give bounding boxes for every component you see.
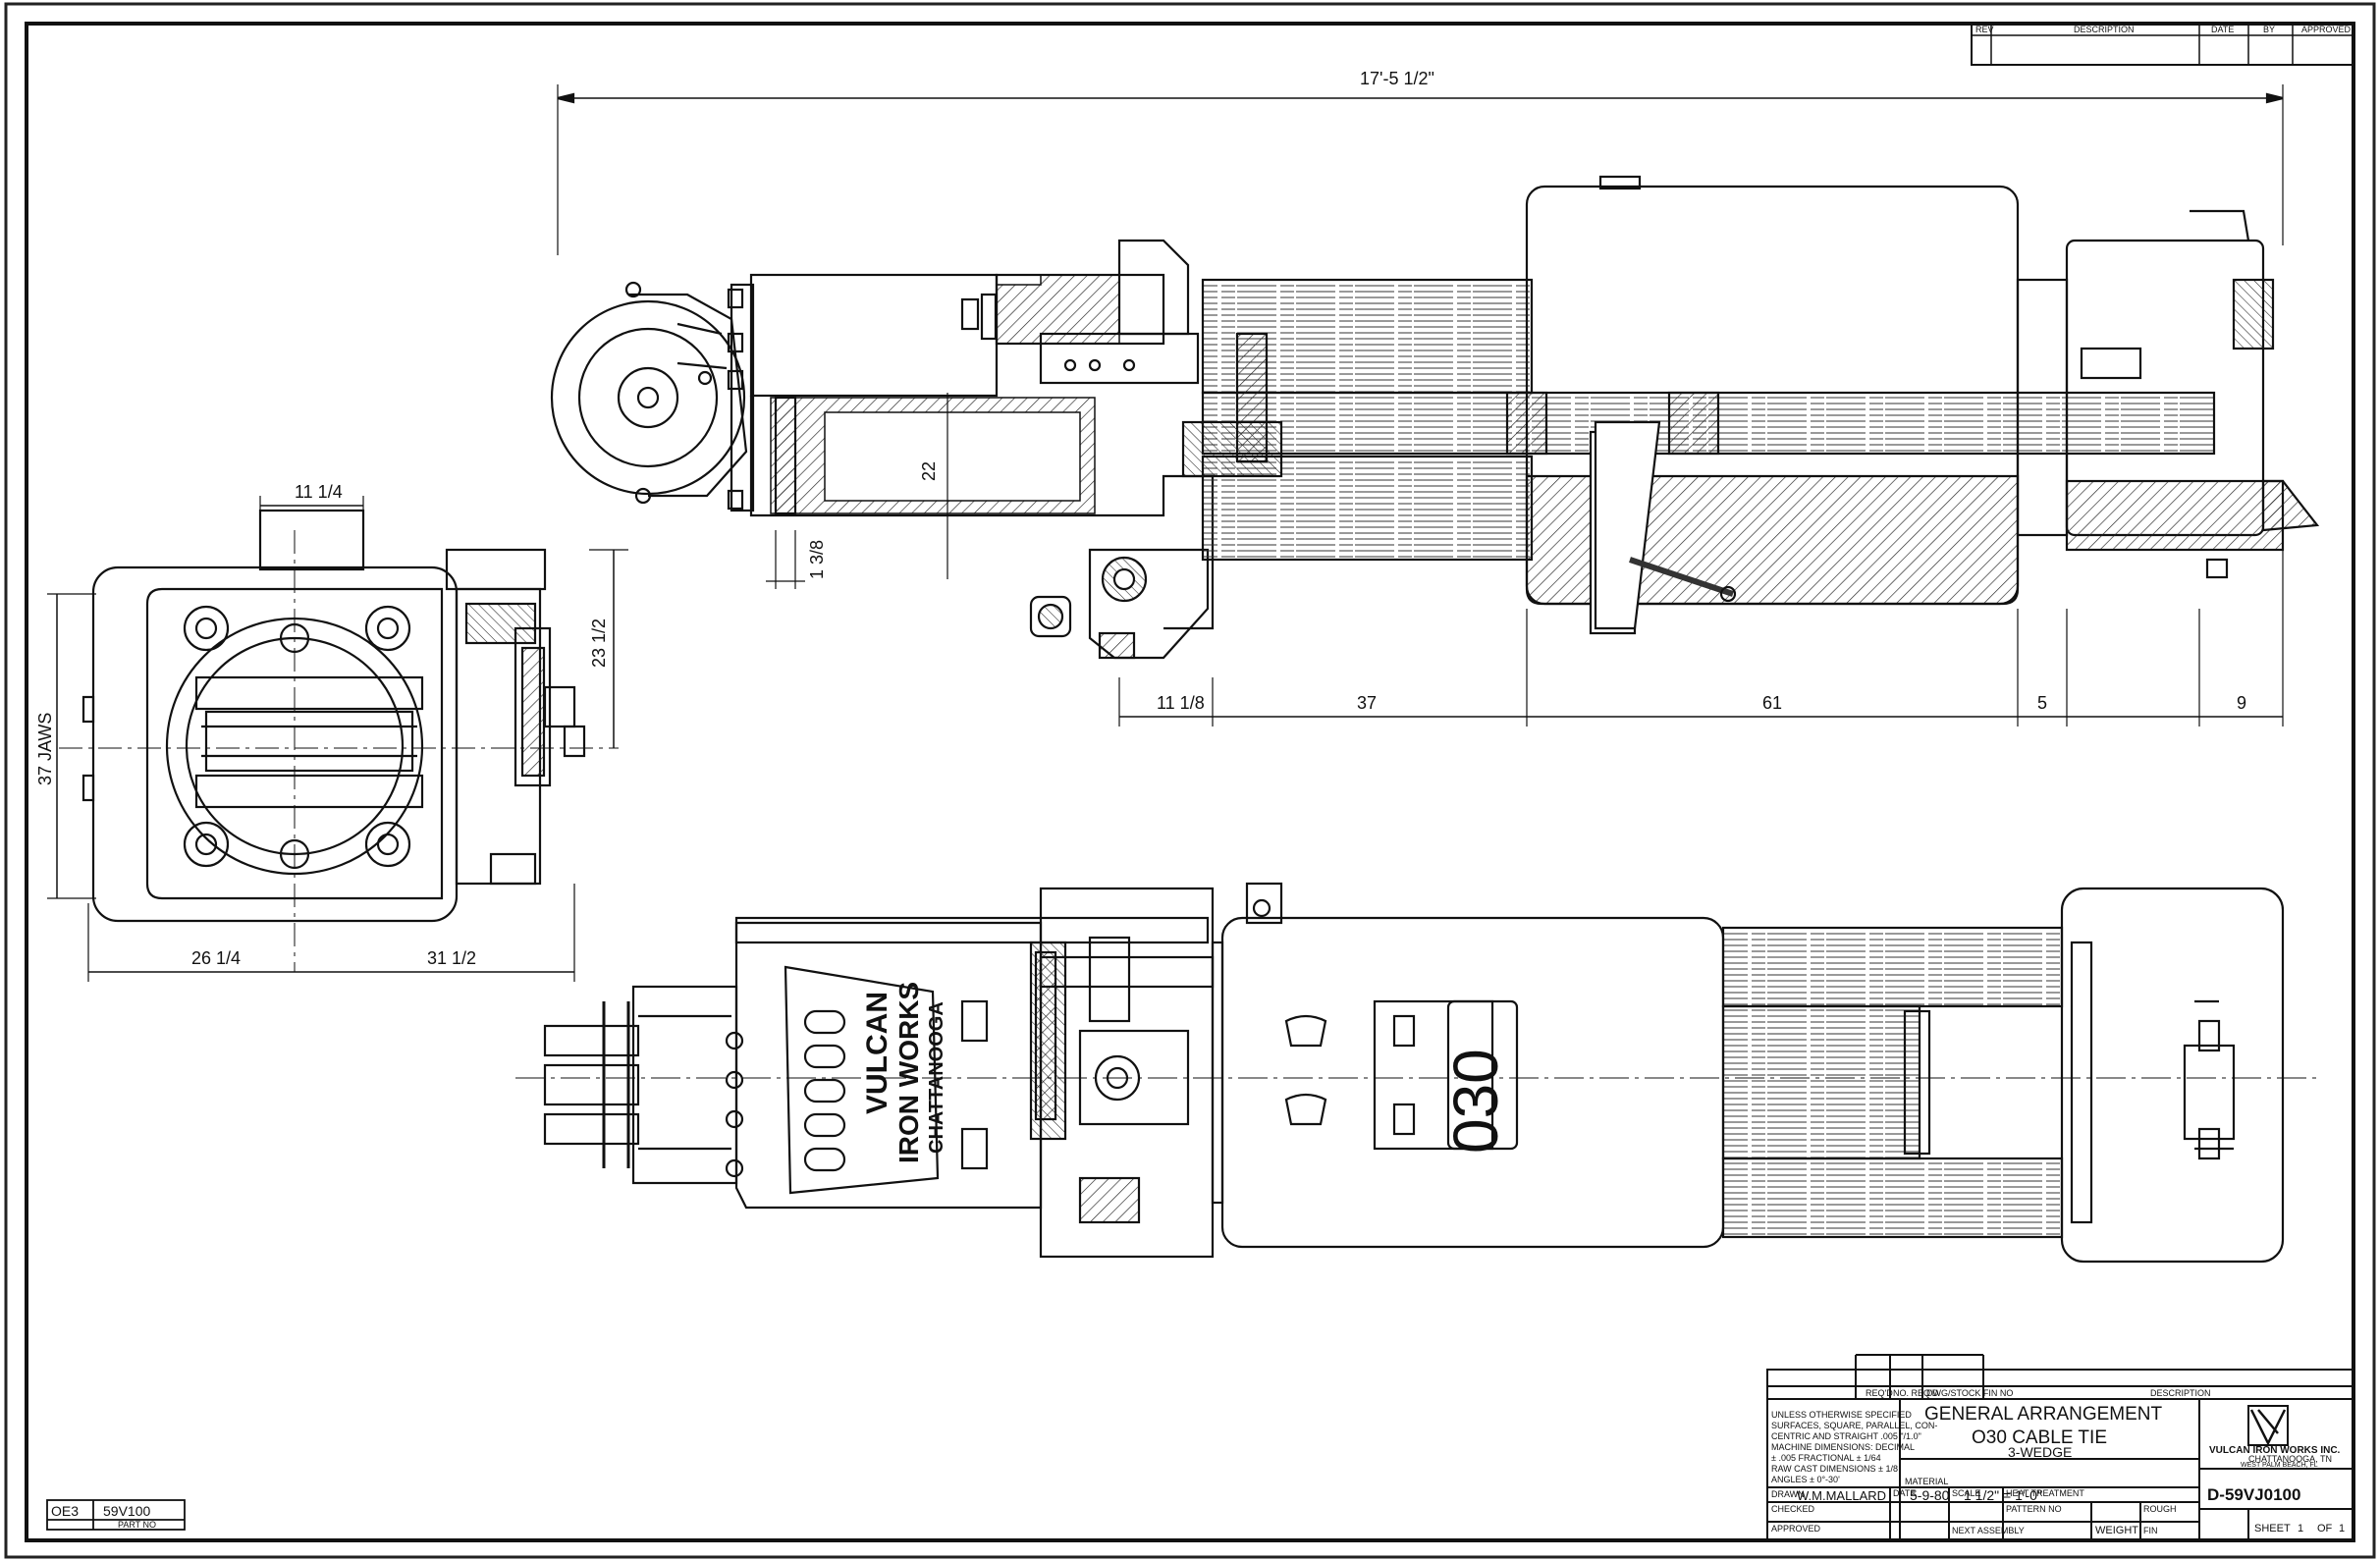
spec-note-1: UNLESS OTHERWISE SPECIFIED — [1771, 1410, 1912, 1420]
spec-note-2: SURFACES, SQUARE, PARALLEL, CON- — [1771, 1421, 1937, 1430]
sheet-label: SHEET — [2254, 1523, 2291, 1534]
sheet-total: 1 — [2339, 1523, 2345, 1534]
model-plate: 030 — [1440, 1049, 1511, 1154]
dim-right-width: 31 1/2 — [427, 948, 476, 968]
dim-end-height: 23 1/2 — [589, 619, 609, 668]
parts-header-description: DESCRIPTION — [2150, 1388, 2211, 1398]
rev-header-description: DESCRIPTION — [2074, 25, 2135, 34]
stamp-caption: PART NO — [118, 1520, 156, 1530]
maker-name-line3: CHATTANOOGA — [926, 1001, 947, 1154]
dim-overall-length: 17'-5 1/2" — [1360, 69, 1434, 88]
next-assembly-label: NEXT ASSEMBLY — [1952, 1526, 2025, 1535]
heat-label: HEAT TREATMENT — [2006, 1488, 2084, 1498]
scale-value: 1 1/2" = 1'-0" — [1964, 1487, 2042, 1503]
drawn-label: DRAWN — [1771, 1489, 1805, 1499]
company-logo — [2247, 1405, 2289, 1446]
company-name: VULCAN IRON WORKS INC. — [2209, 1445, 2341, 1456]
dim-bore: 22 — [919, 461, 939, 481]
stamp-number: 59V100 — [103, 1503, 150, 1519]
parts-header-dwg: DWG/STOCK FIN NO — [1926, 1388, 2013, 1398]
dim-seg1: 11 1/8 — [1157, 693, 1205, 713]
drawing-title-line1: GENERAL ARRANGEMENT — [1924, 1404, 2163, 1425]
end-view: 11 1/4 23 1/2 37 JAWS 26 1/4 31 1/2 — [35, 482, 628, 982]
spec-note-3: CENTRIC AND STRAIGHT .005 "/1.0" — [1771, 1431, 1921, 1441]
company-city1: CHATTANOOGA, TN — [2248, 1454, 2332, 1464]
rev-header-approved: APPROVED — [2301, 25, 2352, 34]
fin-label: FIN — [2143, 1526, 2158, 1535]
drawing-title-line3: 3-WEDGE — [2008, 1444, 2072, 1460]
rev-header-by: BY — [2263, 25, 2275, 34]
rough-label: ROUGH — [2143, 1504, 2177, 1514]
dim-seg2: 37 — [1357, 693, 1377, 713]
rev-header-rev: REV — [1975, 25, 1994, 34]
part-number-stamp: OE3 59V100 PART NO — [46, 1499, 186, 1531]
dim-seg4: 5 — [2037, 693, 2047, 713]
material-label: MATERIAL — [1905, 1477, 1948, 1486]
pattern-label: PATTERN NO — [2006, 1504, 2062, 1514]
date-value: 5-9-80 — [1910, 1487, 1950, 1503]
scale-label: SCALE — [1952, 1488, 1981, 1498]
revision-block: REV DESCRIPTION DATE BY APPROVED — [1971, 23, 2354, 66]
dim-seg5: 9 — [2237, 693, 2246, 713]
spec-note-7: ANGLES ± 0°-30' — [1771, 1475, 1840, 1484]
maker-name-line1: VULCAN — [861, 992, 893, 1114]
parts-header-reqd: REQ'D — [1866, 1388, 1893, 1398]
maker-name-line2: IRON WORKS — [893, 982, 924, 1163]
date-label: DATE — [1893, 1488, 1916, 1498]
spec-note-5: ± .005 FRACTIONAL ± 1/64 — [1771, 1453, 1881, 1463]
spec-note-6: RAW CAST DIMENSIONS ± 1/8 — [1771, 1464, 1898, 1474]
approved-label: APPROVED — [1771, 1524, 1821, 1534]
side-elevation-view: 17'-5 1/2" 22 1 3/8 11 1/8 37 61 5 9 — [550, 69, 2320, 727]
stamp-code: OE3 — [51, 1503, 79, 1519]
drawn-by: W.M.MALLARD — [1797, 1488, 1886, 1503]
dim-seg3: 61 — [1762, 693, 1782, 713]
parts-header-no-reqd: NO. REQ'D — [1893, 1388, 1939, 1398]
plan-view: VULCAN IRON WORKS CHATTANOOGA 030 — [515, 882, 2317, 1264]
dim-jaws: 37 JAWS — [35, 713, 55, 785]
drawing-title-line2: O30 CABLE TIE — [1972, 1427, 2107, 1448]
weight-label: WEIGHT — [2095, 1525, 2138, 1536]
company-city2: WEST PALM BEACH, FL — [2241, 1462, 2318, 1469]
outer-border — [4, 2, 2376, 1559]
title-block: REQ'D NO. REQ'D DWG/STOCK FIN NO DESCRIP… — [1766, 1354, 2354, 1541]
dim-left-width: 26 1/4 — [191, 948, 241, 968]
rev-header-date: DATE — [2211, 25, 2234, 34]
sheet-number: 1 — [2298, 1523, 2303, 1534]
spec-note-4: MACHINE DIMENSIONS: DECIMAL — [1771, 1442, 1915, 1452]
dim-head-width: 11 1/4 — [295, 482, 343, 502]
of-label: OF — [2317, 1523, 2333, 1534]
inner-border — [25, 22, 2355, 1542]
checked-label: CHECKED — [1771, 1504, 1815, 1514]
dim-offset: 1 3/8 — [807, 540, 827, 579]
drawing-number: D-59VJ0100 — [2207, 1485, 2300, 1504]
